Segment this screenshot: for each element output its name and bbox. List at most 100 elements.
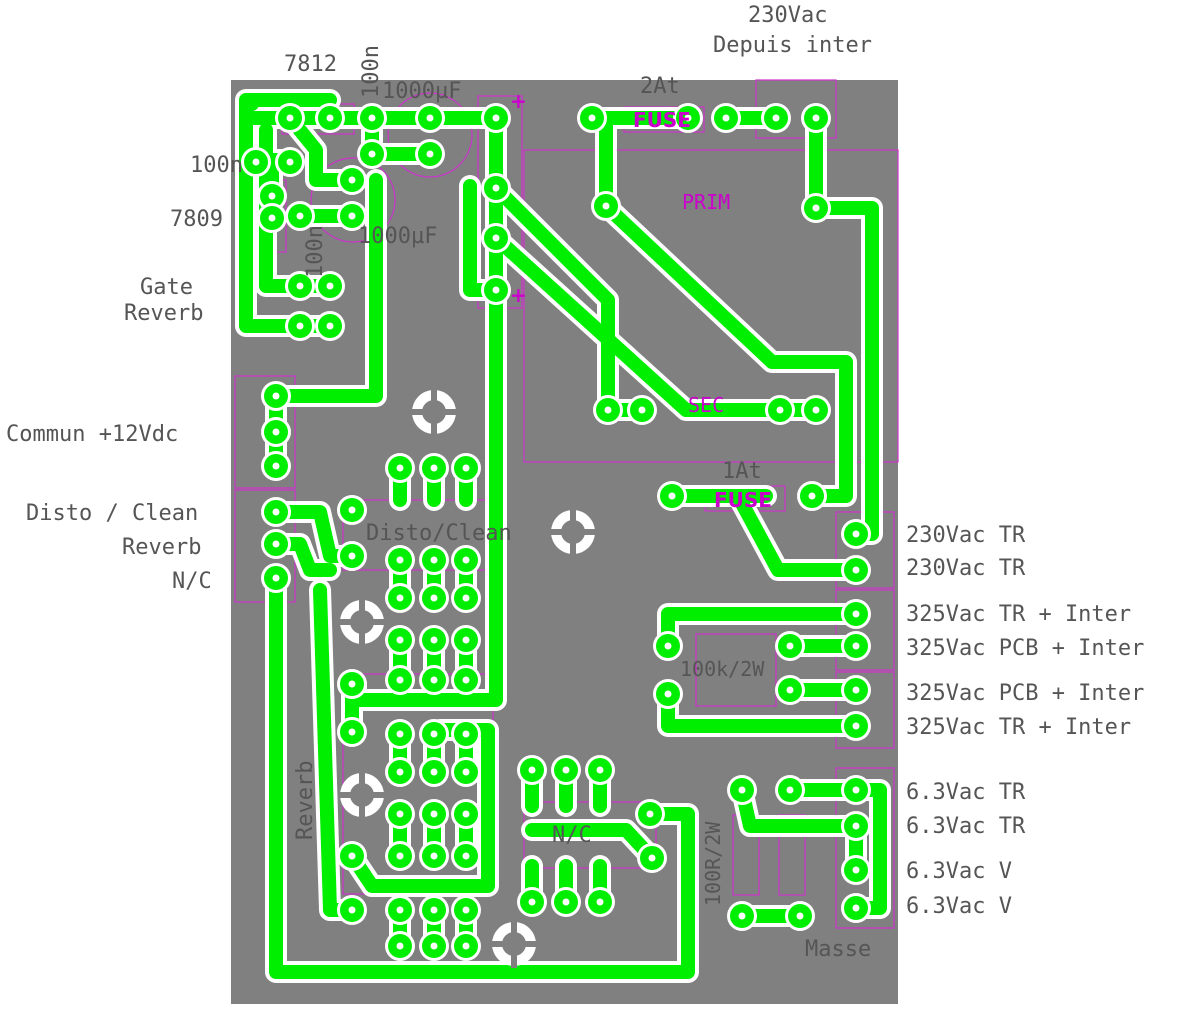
- copper-pad: [517, 887, 547, 917]
- copper-pad: [337, 165, 367, 195]
- copper-pad: [775, 775, 805, 805]
- cap-1000uf-top-label: 1000µF: [382, 79, 461, 104]
- copper-pad: [775, 631, 805, 661]
- right-label-10: 6.3Vac V: [906, 894, 1012, 919]
- copper-pad: [357, 103, 387, 133]
- copper-pad: [481, 173, 511, 203]
- copper-pad: [451, 799, 481, 829]
- copper-pad: [627, 395, 657, 425]
- right-label-5: 325Vac PCB + Inter: [906, 681, 1144, 706]
- ac-input-source-label: Depuis inter: [713, 33, 872, 58]
- copper-pad: [657, 481, 687, 511]
- copper-pad: [841, 675, 871, 705]
- copper-pad: [241, 147, 271, 177]
- copper-trace: [783, 783, 887, 915]
- copper-trace: [731, 489, 863, 577]
- copper-pad: [385, 799, 415, 829]
- copper-pad: [385, 545, 415, 575]
- copper-pad: [385, 841, 415, 871]
- copper-pad: [451, 841, 481, 871]
- copper-pad: [285, 311, 315, 341]
- copper-pad: [261, 417, 291, 447]
- right-label-4: 325Vac PCB + Inter: [906, 636, 1144, 661]
- copper-pad: [841, 893, 871, 923]
- copper-pad: [785, 901, 815, 931]
- copper-pad: [711, 103, 741, 133]
- right-label-9: 6.3Vac V: [906, 859, 1012, 884]
- copper-pad: [261, 381, 291, 411]
- cap-1000uf-bottom-label: 1000µF: [358, 224, 437, 249]
- copper-pad: [419, 841, 449, 871]
- copper-pad: [385, 665, 415, 695]
- copper-pad: [481, 223, 511, 253]
- copper-pad: [257, 203, 287, 233]
- copper-pad: [451, 625, 481, 655]
- copper-pad: [585, 755, 615, 785]
- copper-pad: [551, 755, 581, 785]
- fuse-2at-label: 2At: [640, 74, 680, 99]
- copper-pad: [653, 679, 683, 709]
- right-label-1: 230Vac TR: [906, 523, 1026, 548]
- gate-label: Gate: [140, 275, 193, 300]
- copper-pad: [801, 395, 831, 425]
- mounting-hole: [410, 388, 458, 436]
- copper-pad: [591, 191, 621, 221]
- commun-12vdc-label: Commun +12Vdc: [6, 422, 178, 447]
- copper-pad: [727, 775, 757, 805]
- copper-pad: [337, 541, 367, 571]
- copper-pad: [451, 453, 481, 483]
- copper-pad: [481, 275, 511, 305]
- copper-trace: [489, 181, 649, 417]
- copper-pad: [261, 563, 291, 593]
- transformer-primary-label: PRIM: [682, 190, 730, 214]
- copper-pad: [451, 931, 481, 961]
- disto-clean-label: Disto / Clean: [26, 501, 198, 526]
- mounting-holes: [338, 388, 597, 968]
- resistor-100r-label: 100R/2W: [701, 821, 725, 906]
- copper-pad: [419, 895, 449, 925]
- copper-pad: [415, 103, 445, 133]
- copper-pad: [385, 453, 415, 483]
- nc-label: N/C: [172, 569, 212, 594]
- gate-reverb-label: Reverb: [124, 301, 203, 326]
- copper-pad: [337, 495, 367, 525]
- right-label-7: 6.3Vac TR: [906, 780, 1026, 805]
- copper-pad: [727, 901, 757, 931]
- relay-disto-clean-label: Disto/Clean: [366, 521, 512, 546]
- mounting-hole: [338, 598, 386, 646]
- copper-pad: [653, 631, 683, 661]
- relay-nc-label: N/C: [552, 823, 592, 848]
- right-label-6: 325Vac TR + Inter: [906, 715, 1131, 740]
- copper-pads: [241, 103, 871, 961]
- copper-pad: [841, 631, 871, 661]
- copper-pad: [577, 103, 607, 133]
- fuse-2at-marking: FUSE: [633, 108, 691, 132]
- copper-pad: [285, 201, 315, 231]
- copper-pad: [451, 583, 481, 613]
- copper-pad: [419, 757, 449, 787]
- copper-pad: [801, 103, 831, 133]
- copper-pad: [593, 395, 623, 425]
- copper-pad: [765, 395, 795, 425]
- copper-pad: [285, 271, 315, 301]
- copper-trace: [269, 173, 383, 403]
- copper-pad: [451, 545, 481, 575]
- cap-100n-top-label: 100n: [359, 45, 384, 98]
- copper-pad: [337, 895, 367, 925]
- copper-pad: [419, 719, 449, 749]
- copper-pad: [337, 841, 367, 871]
- copper-pad: [841, 519, 871, 549]
- regulator-7812-label: 7812: [284, 52, 337, 77]
- copper-pad: [385, 931, 415, 961]
- masse-label: Masse: [805, 937, 871, 962]
- copper-pad: [841, 599, 871, 629]
- resistor-100k-label: 100k/2W: [680, 657, 765, 681]
- copper-pad: [419, 545, 449, 575]
- copper-pad: [451, 757, 481, 787]
- copper-pad: [385, 757, 415, 787]
- copper-pad: [635, 799, 665, 829]
- copper-pad: [419, 625, 449, 655]
- copper-pad: [551, 887, 581, 917]
- copper-pad: [673, 103, 703, 133]
